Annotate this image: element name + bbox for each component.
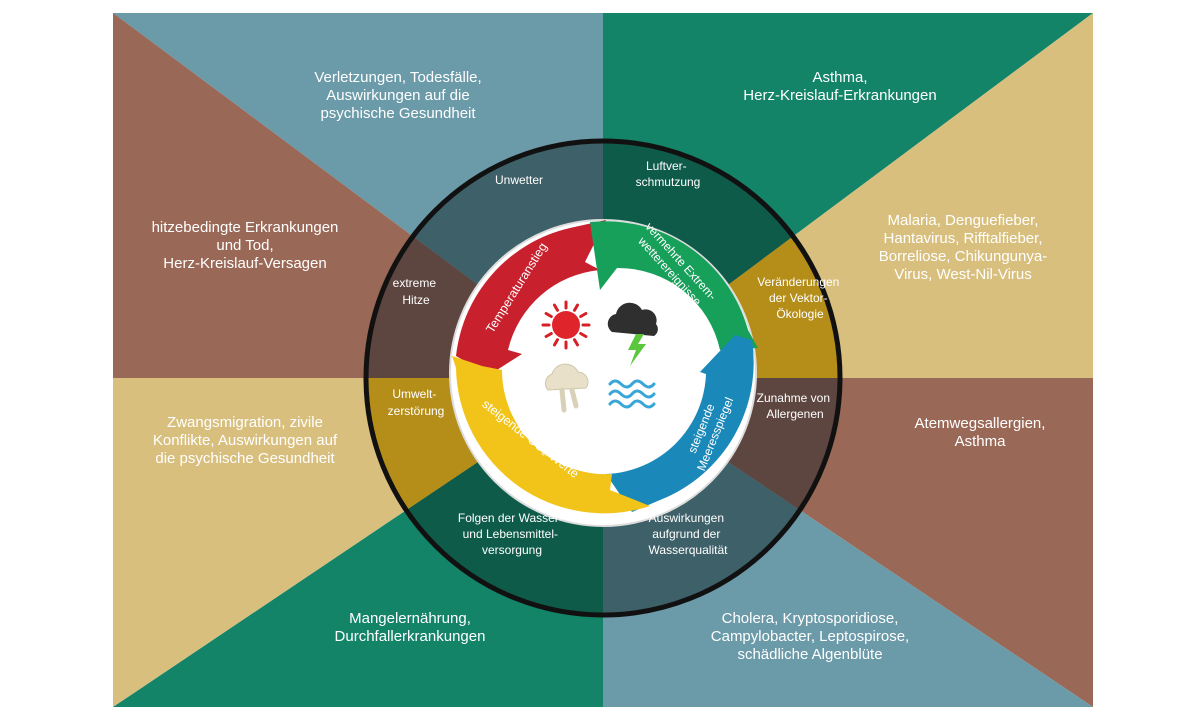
ring-label-umweltzerstoerung: Umwelt- zerstörung [388,387,445,418]
outer-label-bottom-left: Mangelernährung, Durchfallerkrankungen [334,610,486,645]
storm-cloud-icon [607,302,658,366]
sun-ray [573,338,579,347]
outer-label-lower-right: Atemwegsallergien, Asthma [914,415,1046,450]
sun-ray [579,312,588,318]
ring-label-unwetter: Unwetter [495,173,543,187]
ring-label-allergene: Zunahme von Allergenen [757,391,834,421]
sun-ray [579,332,588,338]
sun-ray [553,303,559,312]
sun-ray [553,338,559,347]
sun-ray [544,312,553,318]
arrow-meeresspiegel [606,335,754,512]
arrow-temperaturanstieg [456,220,606,375]
outer-label-upper-left: hitzebedingte Erkrankungen und Tod, Herz… [151,219,339,272]
ring-label-extreme-hitze: extreme Hitze [393,276,440,307]
sun-ray [573,303,579,312]
outer-label-lower-left: Zwangsmigration, zivile Konflikte, Auswi… [152,414,338,467]
outer-label-bottom-right: Cholera, Kryptosporidiose, Campylobacter… [710,610,910,663]
ring-label-luftverschmutzung: Luftver- schmutzung [636,159,701,189]
ring-label-vektor: Veränderungen der Vektor- Ökologie [757,275,842,321]
waves-icon [608,379,656,409]
arrow-extremwetter [590,221,758,350]
outer-label-top-right: Asthma, Herz-Kreislauf-Erkrankungen [743,69,937,104]
outer-label-upper-right: Malaria, Denguefieber, Hantavirus, Rifft… [878,212,1048,283]
arrow-ring [452,220,758,514]
ring-label-wasserqualitaet: Auswirkungen aufgrund der Wasserqualität [649,511,729,557]
sun-icon [541,300,591,350]
arrow-co2 [452,356,650,514]
ring-labels: Unwetter Luftver- schmutzung extreme Hit… [388,159,842,557]
sun-ray [544,332,553,338]
cloud-icon [544,363,589,413]
ring-label-wasser-lebensmittel: Folgen der Wasser- und Lebensmittel- ver… [458,511,566,557]
ring-outline [363,138,843,618]
outer-label-top-left: Verletzungen, Todesfälle, Auswirkungen a… [314,69,482,122]
